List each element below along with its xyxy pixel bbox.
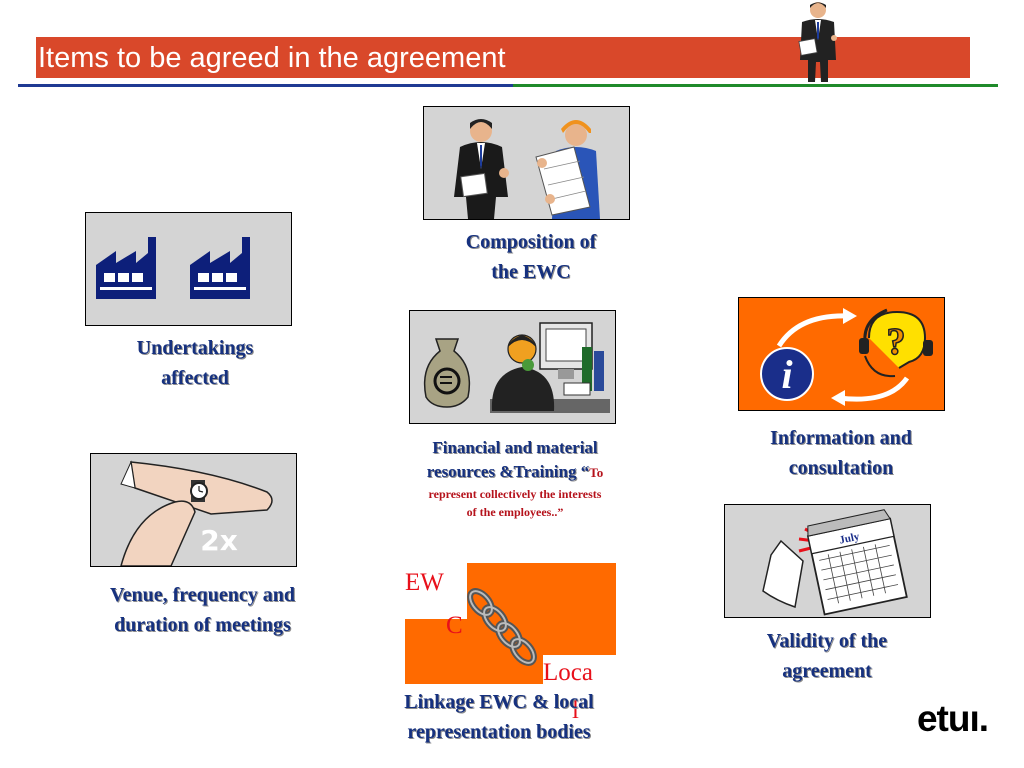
calendar-month: July	[838, 531, 861, 547]
undertakings-image	[85, 212, 292, 326]
venue-label: Venue, frequency and duration of meeting…	[109, 584, 296, 636]
validity-image: July	[724, 504, 931, 618]
validity-label: Validity of the agreement	[766, 630, 888, 682]
composition-image	[423, 106, 630, 220]
etui-logo: etuı.	[916, 698, 989, 739]
business-and-worker-icon	[424, 107, 629, 219]
linkage-local-top: Loca	[543, 659, 593, 686]
venue-badge-2x: 2x	[200, 524, 238, 557]
linkage-ewc-top: EW	[405, 569, 444, 596]
divider-green	[513, 84, 998, 87]
info-question-icon: i ?	[739, 298, 944, 410]
linkage-ewc-bottom: C	[446, 612, 463, 639]
information-image: i ?	[738, 297, 945, 411]
divider-blue	[18, 84, 513, 87]
undertakings-label: Undertakings affected	[136, 337, 254, 389]
financial-image	[409, 310, 616, 424]
money-and-computer-icon	[410, 311, 615, 423]
linkage-local-bottom: l	[572, 697, 579, 724]
composition-label: Composition of the EWC	[465, 231, 597, 283]
factory-icon	[86, 213, 291, 325]
linkage-image	[405, 563, 616, 684]
linkage-label: Linkage EWC & local representation bodie…	[404, 691, 594, 743]
svg-text:?: ?	[887, 321, 906, 363]
presenter-icon	[788, 0, 848, 82]
calendar-icon: July	[725, 505, 930, 617]
page-title: Items to be agreed in the agreement	[38, 42, 506, 74]
venue-image: 2x	[90, 453, 297, 567]
chain-link-icon	[405, 563, 616, 684]
wristwatch-icon: 2x	[91, 454, 296, 566]
financial-label: Financial and material resources &Traini…	[426, 438, 604, 519]
svg-text:i: i	[781, 352, 792, 397]
information-label: Information and consultation	[770, 427, 912, 479]
